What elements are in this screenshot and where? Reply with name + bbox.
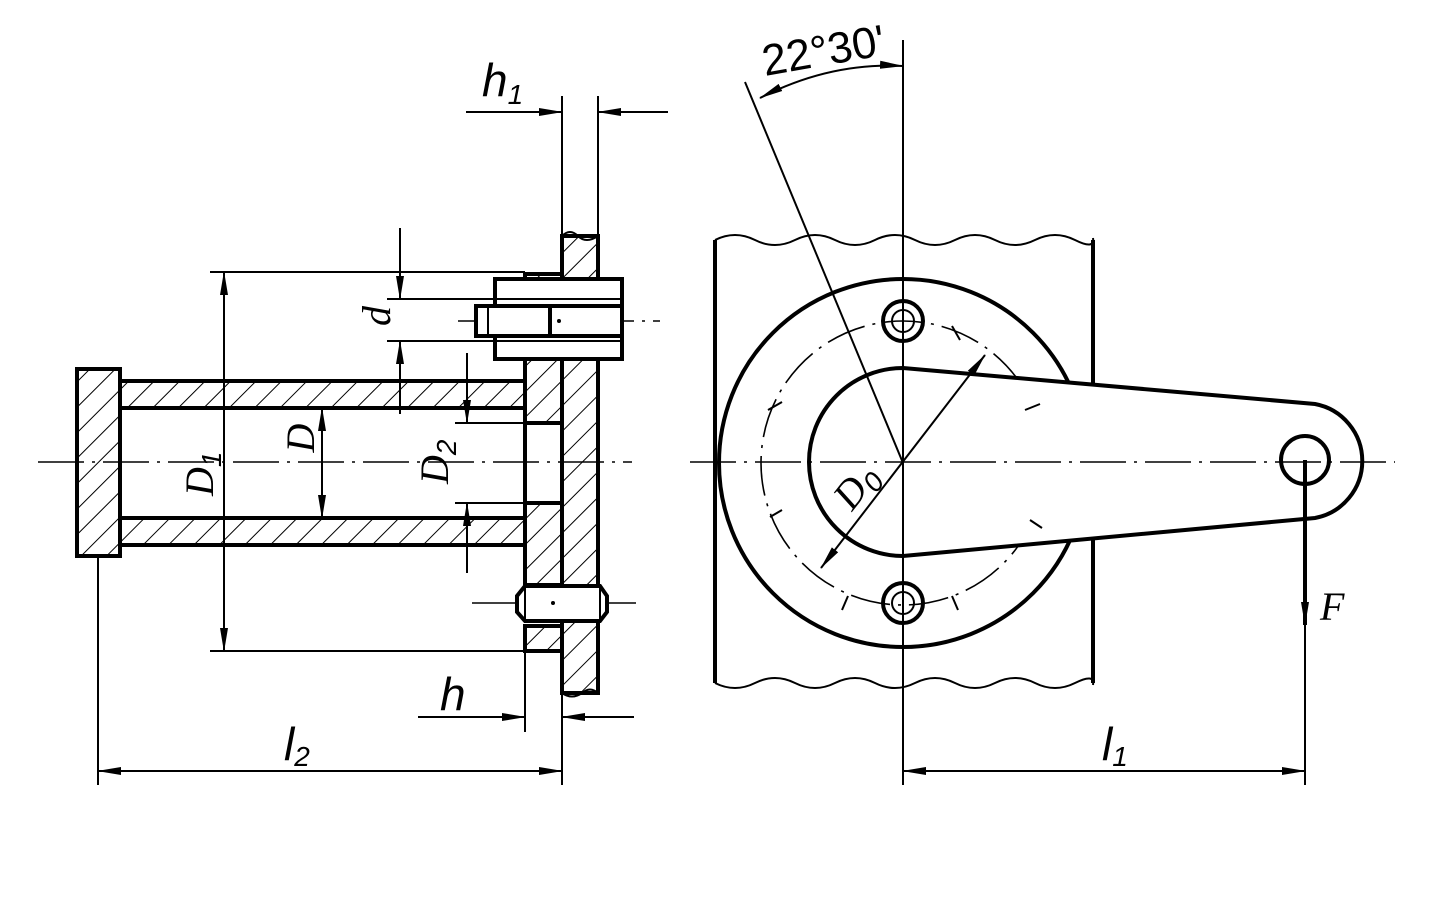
column-break-top: [714, 234, 1095, 246]
section-view: [38, 96, 668, 785]
angle-label: 22°30': [758, 16, 889, 86]
flange-bottom: [523, 501, 564, 587]
D-label: D: [278, 423, 323, 453]
D0-dim: [820, 354, 986, 569]
l2-label: l2: [284, 718, 310, 772]
flange-top: [523, 349, 564, 425]
angle-arc: [759, 60, 904, 99]
d-label: d: [354, 305, 399, 326]
plate-break-top: [561, 231, 599, 241]
h1-label: h1: [482, 54, 523, 110]
D1-label: D1: [177, 452, 227, 497]
center-point: [551, 601, 555, 605]
upper-bolt-through: [548, 304, 624, 338]
front-view: [690, 40, 1395, 785]
h-label: h: [440, 668, 466, 720]
tube-upper-wall: [118, 379, 527, 410]
F-label: F: [1319, 584, 1345, 629]
plate-break-bottom: [561, 688, 599, 698]
tube-lower-wall: [118, 516, 527, 547]
l1-label: l1: [1102, 718, 1128, 772]
flange-bottom-lip: [523, 624, 564, 653]
end-cap: [75, 367, 122, 558]
lower-bolt: [515, 584, 609, 623]
pitch-ticks: [767, 325, 1043, 611]
center-point: [557, 319, 561, 323]
column-break-bottom: [714, 677, 1095, 689]
flange-bore: [523, 421, 564, 505]
D2-label: D2: [412, 439, 462, 485]
